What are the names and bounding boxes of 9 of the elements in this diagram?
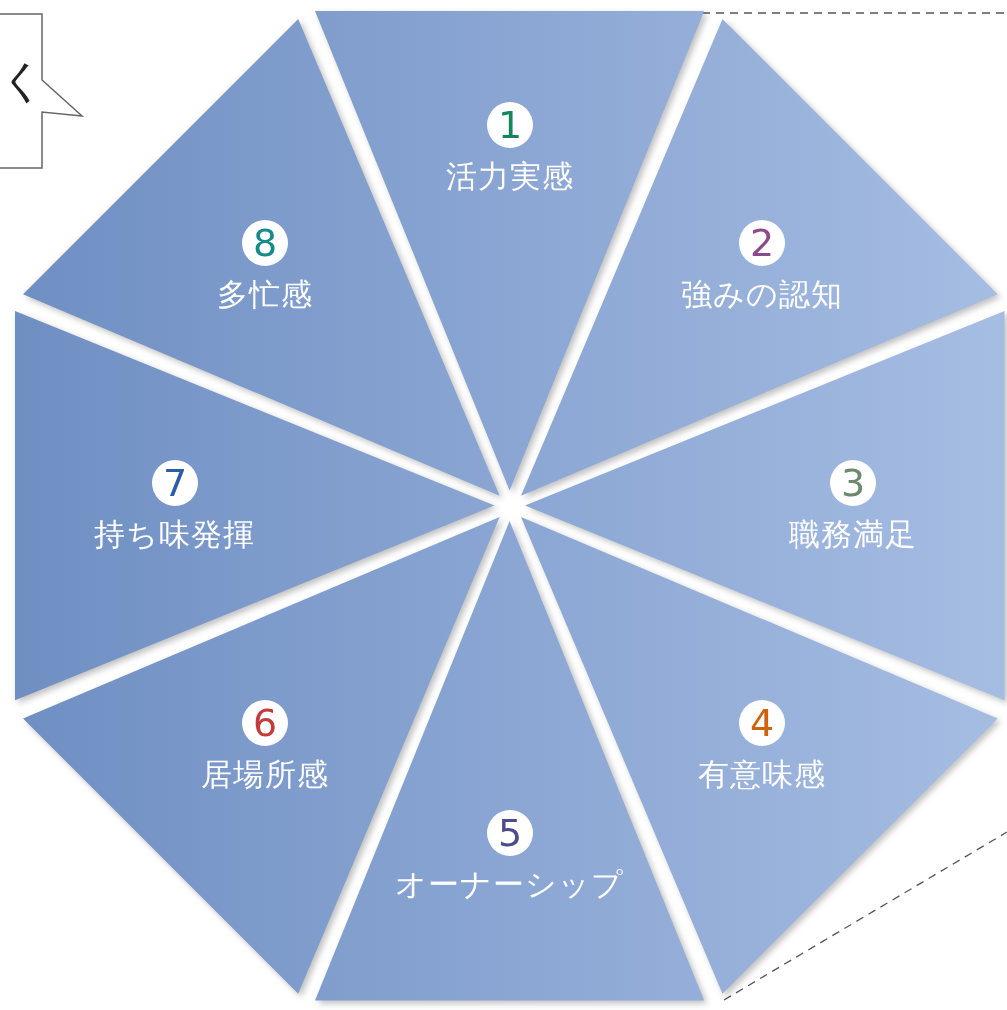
segment-label: 多忙感 (217, 275, 313, 314)
segment-label: 有意味感 (698, 755, 826, 794)
segment-label: 活力実感 (446, 157, 574, 196)
segment-label: 居場所感 (201, 755, 329, 794)
segment-label: 職務満足 (789, 515, 917, 554)
segment-label: 持ち味発揮 (94, 515, 256, 554)
bubble-text: く (0, 54, 46, 108)
segment-label: 強みの認知 (681, 275, 843, 314)
segment-label: オーナーシップ (395, 865, 625, 904)
